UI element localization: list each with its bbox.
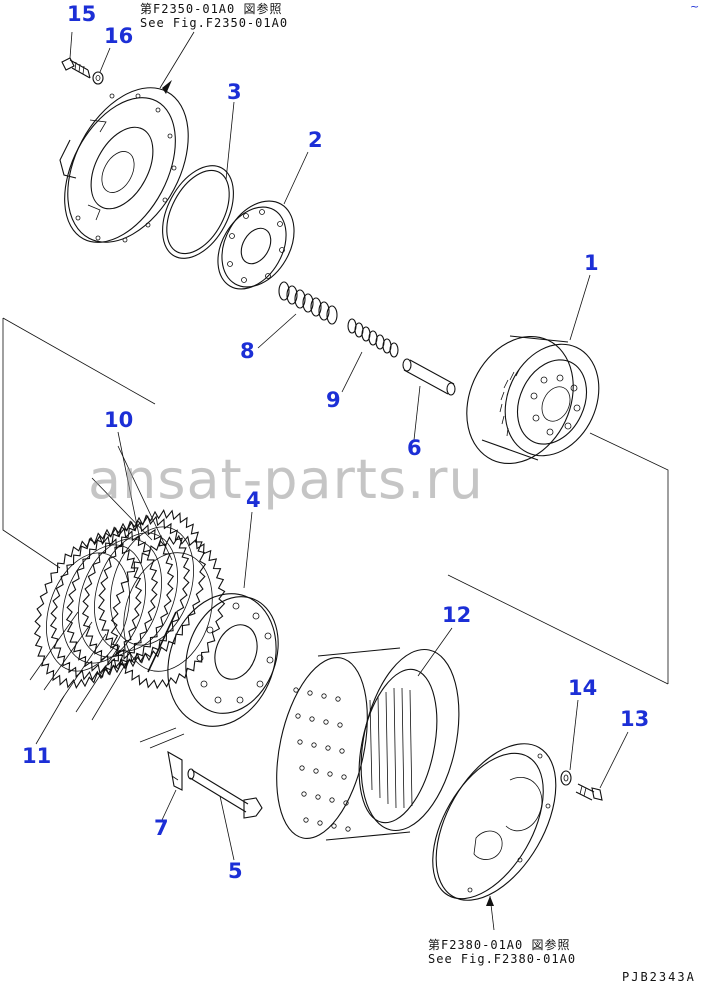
upper-housing: [59, 87, 189, 243]
part-12-cage: [276, 647, 460, 841]
callout-3: 3: [227, 80, 242, 104]
part-8-spring: [278, 281, 338, 325]
callout-11: 11: [22, 744, 52, 768]
callout-10: 10: [104, 408, 134, 432]
callout-16: 16: [104, 24, 134, 48]
ref-note-top-en: See Fig.F2350-01A0: [140, 16, 289, 30]
part-15-bolt: [61, 57, 91, 79]
leader-lines: [35, 31, 629, 931]
lower-cover: [432, 743, 557, 901]
ref-note-top: 第F2350-01A0 図参照 See Fig.F2350-01A0: [140, 2, 288, 30]
callout-6: 6: [407, 436, 422, 460]
callout-13: 13: [620, 707, 650, 731]
callout-1: 1: [584, 251, 599, 275]
drawing-code: PJB2343A: [622, 970, 696, 984]
disc-pack-10-11: [29, 445, 226, 721]
part-1-drum: [466, 335, 600, 464]
part-9-spring: [347, 318, 399, 358]
part-5-long-bolt: [187, 768, 263, 819]
callout-12: 12: [442, 603, 472, 627]
part-14-washer: [560, 770, 572, 786]
part-6-pin: [402, 358, 456, 396]
callout-15: 15: [67, 2, 97, 26]
callout-7: 7: [154, 816, 169, 840]
callout-5: 5: [228, 859, 243, 883]
ref-note-bottom-jp: 第F2380-01A0 図参照: [428, 938, 571, 952]
callout-8: 8: [240, 339, 255, 363]
part-3-snap-ring: [162, 165, 234, 259]
ref-note-top-jp: 第F2350-01A0 図参照: [140, 2, 283, 16]
callout-2: 2: [308, 128, 323, 152]
ref-note-bottom-en: See Fig.F2380-01A0: [428, 952, 577, 966]
part-7-lock: [167, 750, 183, 791]
ref-note-bottom: 第F2380-01A0 図参照 See Fig.F2380-01A0: [428, 938, 576, 966]
watermark: ansat-parts.ru: [88, 448, 484, 511]
part-13-bolt: [575, 783, 603, 801]
part-16-washer: [92, 71, 104, 85]
callout-4: 4: [246, 488, 261, 512]
part-4-hub: [139, 593, 279, 749]
part-2-plate: [217, 200, 295, 290]
callout-14: 14: [568, 676, 598, 700]
corner-mark: ~: [690, 0, 700, 13]
guide-lines: [2, 317, 669, 685]
callout-9: 9: [326, 388, 341, 412]
